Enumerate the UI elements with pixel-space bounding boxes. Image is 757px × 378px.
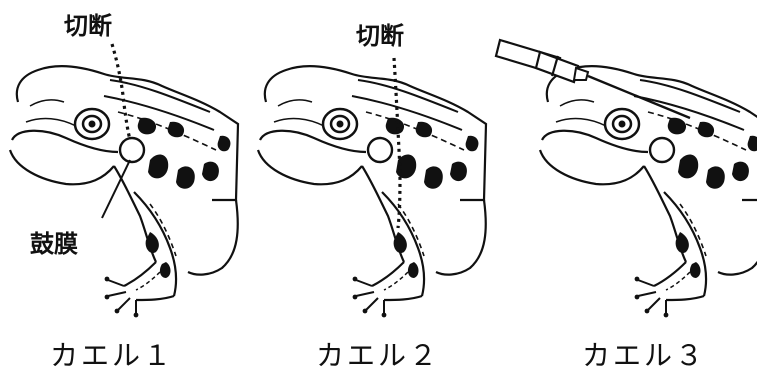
cut-label-2: 切断 bbox=[356, 16, 404, 51]
caption-frog-3: カエル３ bbox=[582, 334, 706, 374]
caption-frog-2: カエル２ bbox=[316, 334, 440, 374]
caption-frog-1: カエル１ bbox=[50, 334, 174, 374]
eardrum-label: 鼓膜 bbox=[30, 224, 78, 259]
cut-label-1: 切断 bbox=[64, 6, 112, 41]
